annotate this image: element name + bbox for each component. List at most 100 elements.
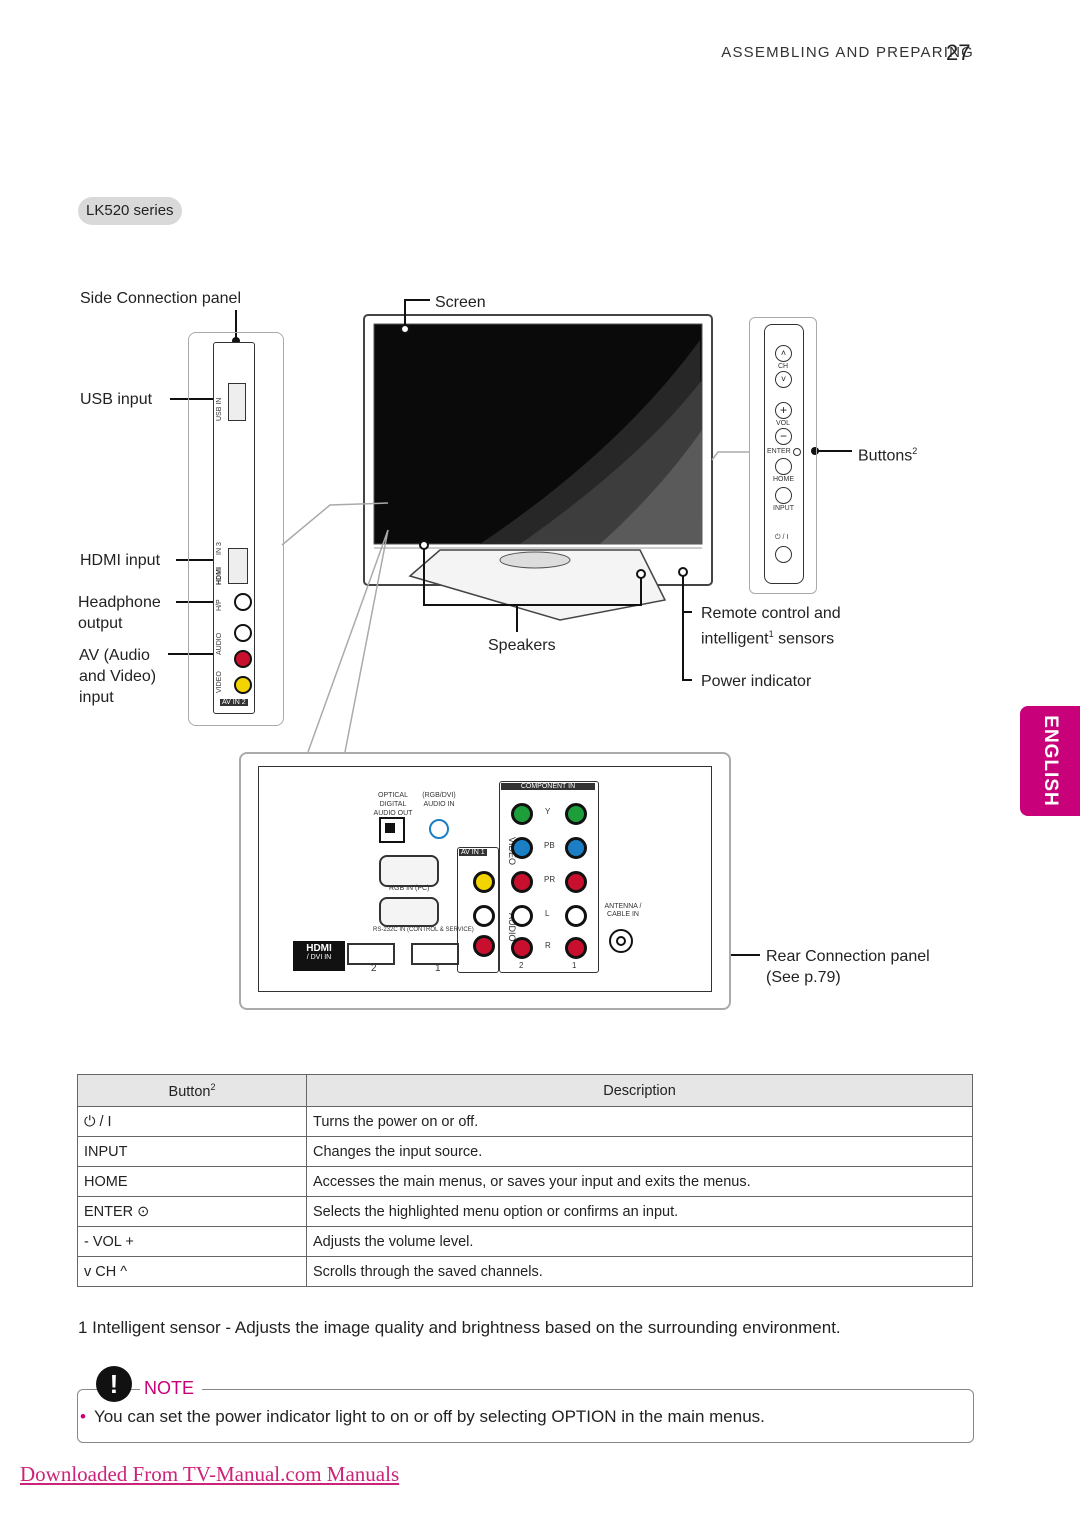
hdmi-1-port[interactable] <box>411 943 459 965</box>
r-text: R <box>545 941 551 950</box>
header-description: Description <box>306 1074 973 1107</box>
buttons-label-text: Buttons <box>858 447 913 465</box>
rgb-dvi-audio-label: (RGB/DVI) AUDIO IN <box>419 791 459 809</box>
av-label-line3: input <box>79 689 114 706</box>
remote-label-sup: 1 <box>768 629 774 639</box>
av1-video-jack[interactable] <box>473 871 495 893</box>
comp1-r-jack[interactable] <box>565 937 587 959</box>
ch-text: CH <box>778 363 789 370</box>
power-button[interactable] <box>775 546 792 563</box>
av1-audio-l-jack[interactable] <box>473 905 495 927</box>
ch-up-button[interactable]: ˄ <box>775 345 792 362</box>
audio-text: AUDIO <box>216 632 223 655</box>
comp2-pr-jack[interactable] <box>511 871 533 893</box>
tv-diagram <box>168 299 852 959</box>
input-button[interactable] <box>775 487 792 504</box>
note-body: You can set the power indicator light to… <box>93 1407 765 1426</box>
rear-label-line2: (See p.79) <box>766 969 841 986</box>
antenna-label: ANTENNA / CABLE IN <box>599 903 647 919</box>
video-jack[interactable] <box>234 676 252 694</box>
exclamation-icon: ! <box>96 1366 132 1402</box>
comp2-y-jack[interactable] <box>511 803 533 825</box>
comp1-pr-jack[interactable] <box>565 871 587 893</box>
optical-label: OPTICAL DIGITAL AUDIO OUT <box>369 791 417 818</box>
buttons-label-sup: 2 <box>912 446 918 456</box>
header-button: Button2 <box>77 1074 307 1107</box>
button-cell: v CH ^ <box>77 1256 307 1287</box>
component-block <box>499 781 599 973</box>
rear-connection-panel: OPTICAL DIGITAL AUDIO OUT (RGB/DVI) AUDI… <box>258 766 712 992</box>
pb-text: PB <box>544 841 555 850</box>
description-cell: Accesses the main menus, or saves your i… <box>306 1166 973 1197</box>
l-text: L <box>545 909 550 918</box>
comp-2-text: 2 <box>519 961 524 970</box>
home-button[interactable] <box>775 458 792 475</box>
usb-input-label: USB input <box>80 391 153 408</box>
rgb-audio-jack[interactable] <box>429 819 449 839</box>
component-in-badge: COMPONENT IN <box>501 783 595 790</box>
rgb-port[interactable] <box>379 855 439 887</box>
usb-port[interactable] <box>228 383 246 421</box>
ch-down-button[interactable]: ˅ <box>775 371 792 388</box>
audio-r-jack[interactable] <box>234 650 252 668</box>
description-cell: Turns the power on or off. <box>306 1106 973 1137</box>
side-panel-frame <box>188 332 284 726</box>
hdmi-dvi-badge: HDMI / DVI IN <box>293 941 345 971</box>
antenna-port[interactable] <box>609 929 633 953</box>
enter-button[interactable] <box>793 448 801 456</box>
optical-port[interactable] <box>379 817 405 843</box>
av-in1-badge: AV IN 1 <box>459 849 487 856</box>
header-button-text: Button <box>168 1083 211 1100</box>
hdmi-2-text: 2 <box>371 963 377 974</box>
input-text: INPUT <box>773 505 794 512</box>
y-text: Y <box>545 807 551 816</box>
comp1-y-jack[interactable] <box>565 803 587 825</box>
note-text: •You can set the power indicator light t… <box>80 1407 765 1427</box>
hdmi-in3-text: IN 3 <box>216 542 223 555</box>
av1-audio-r-jack[interactable] <box>473 935 495 957</box>
page-number: 27 <box>946 40 971 65</box>
comp2-pb-jack[interactable] <box>511 837 533 859</box>
download-link[interactable]: Downloaded From TV-Manual.com Manuals <box>20 1462 400 1486</box>
rs232c-text: RS-232C IN (CONTROL & SERVICE) <box>373 927 474 933</box>
av-input-label: AV (Audio and Video) input <box>79 645 156 708</box>
comp1-pb-jack[interactable] <box>565 837 587 859</box>
vol-up-button[interactable]: + <box>775 402 792 419</box>
hp-text: H/P <box>216 599 223 611</box>
table-row: v CH ^Scrolls through the saved channels… <box>77 1256 973 1287</box>
hdmi-2-port[interactable] <box>347 943 395 965</box>
optical-text: OPTICAL DIGITAL <box>378 792 408 808</box>
rgb-in-text: RGB IN (PC) <box>389 885 430 892</box>
headphone-jack[interactable] <box>234 593 252 611</box>
comp2-l-jack[interactable] <box>511 905 533 927</box>
av-label-line2: and Video) <box>79 668 157 685</box>
rs232c-port[interactable] <box>379 897 439 927</box>
rear-panel-label: Rear Connection panel (See p.79) <box>766 946 930 988</box>
speakers-label: Speakers <box>488 637 556 654</box>
tv-stand <box>408 549 667 621</box>
button-cell: HOME <box>77 1166 307 1197</box>
hdmi-logo-text: HDMI <box>306 943 332 954</box>
vol-text: VOL <box>776 420 791 427</box>
comp2-r-jack[interactable] <box>511 937 533 959</box>
description-cell: Changes the input source. <box>306 1136 973 1167</box>
button-cell: ⏻ / I <box>77 1106 307 1137</box>
comp-1-text: 1 <box>572 961 577 970</box>
buttons-label: Buttons2 <box>858 441 917 466</box>
vol-down-button[interactable]: − <box>775 428 792 445</box>
pr-text: PR <box>544 875 556 884</box>
note-title: NOTE <box>140 1378 203 1399</box>
video-text: VIDEO <box>216 671 223 693</box>
headphone-label-line1: Headphone <box>78 594 161 611</box>
hdmi-port[interactable] <box>228 548 248 584</box>
side-connection-panel: USB IN IN 3 HDMI H/P AUDIO VIDEO AV IN 2 <box>213 342 255 714</box>
table-row: - VOL +Adjusts the volume level. <box>77 1226 973 1257</box>
enter-text: ENTER <box>767 448 791 455</box>
comp1-l-jack[interactable] <box>565 905 587 927</box>
usb-in-text: USB IN <box>216 397 223 421</box>
table-row: ENTER ⊙Selects the highlighted menu opti… <box>77 1196 973 1227</box>
language-tab[interactable]: ENGLISH <box>1020 706 1080 816</box>
av-in2-badge: AV IN 2 <box>220 699 248 706</box>
audio-l-jack[interactable] <box>234 624 252 642</box>
